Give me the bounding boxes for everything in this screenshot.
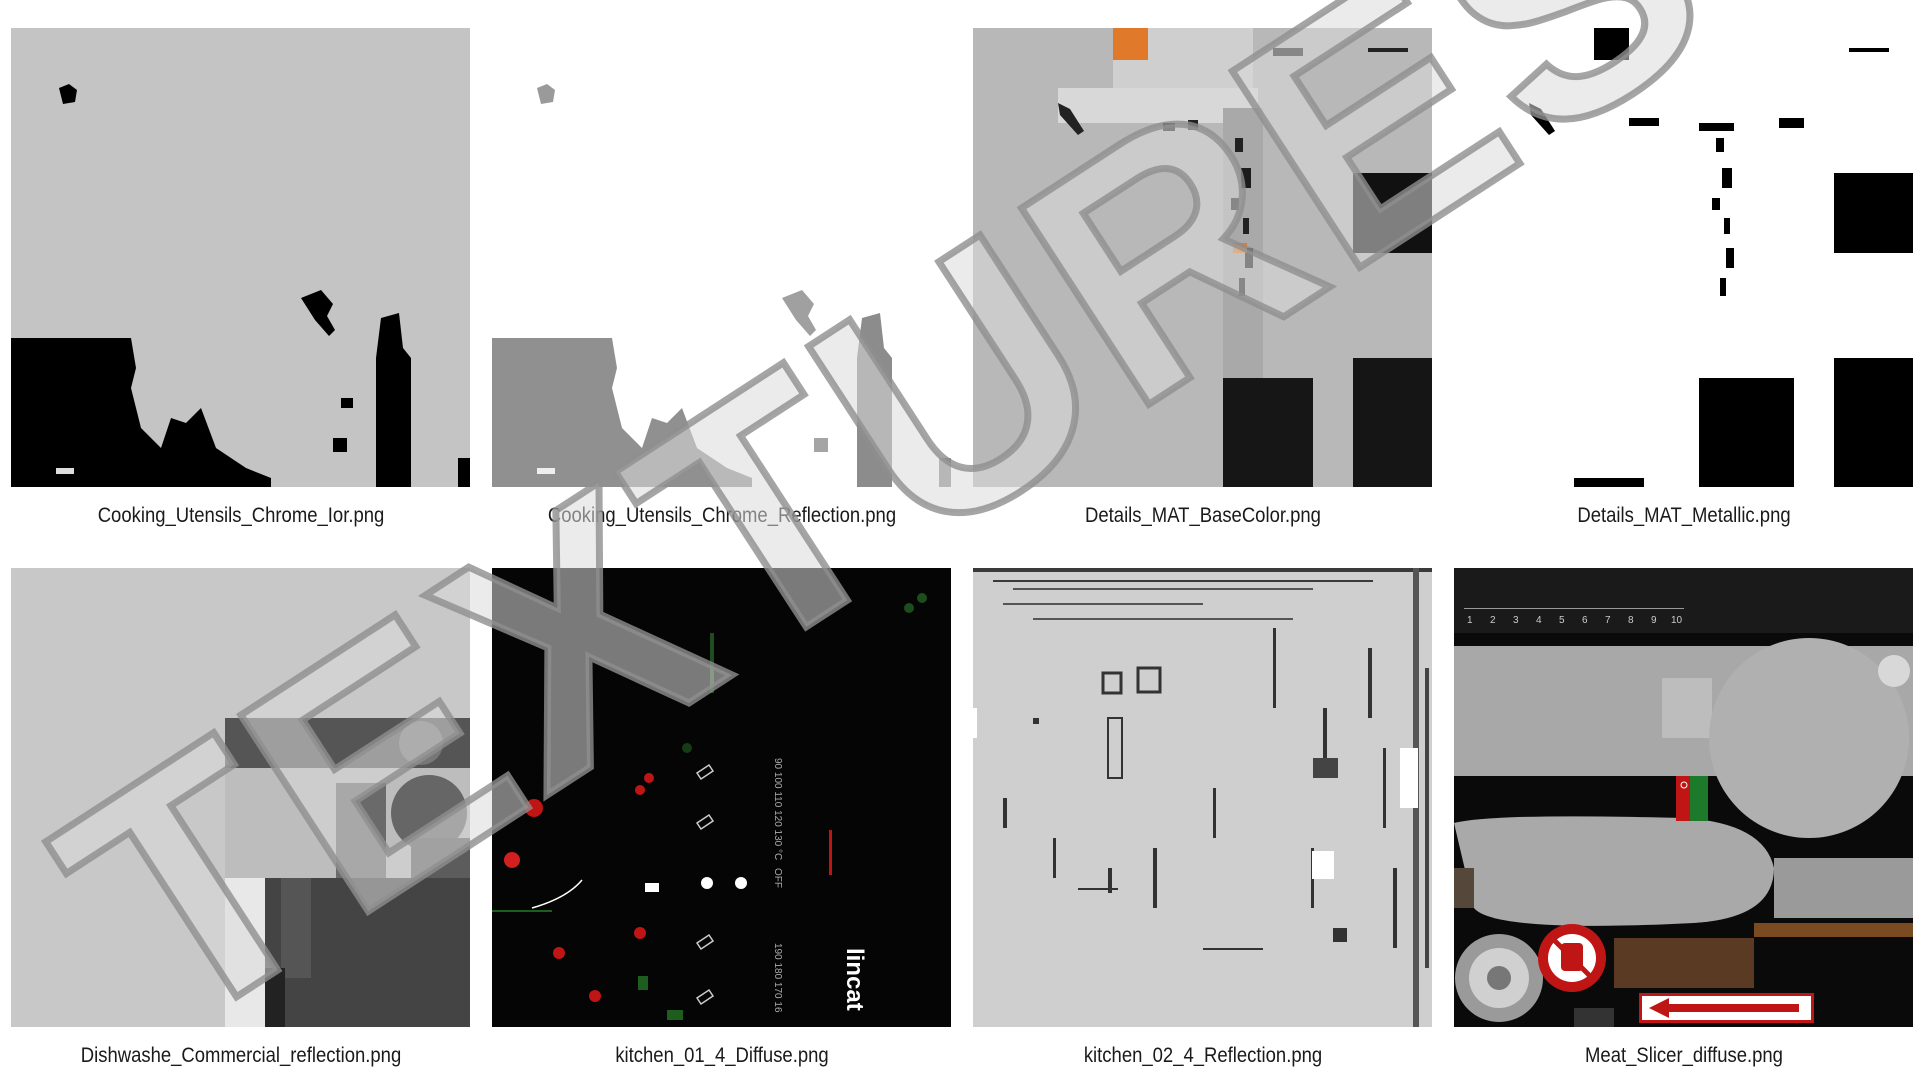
ruler-label-3: 3 — [1513, 615, 1519, 626]
texture-thumbnail-details-metallic[interactable] — [1454, 28, 1913, 487]
meat-slicer-diffuse-image: 1 2 3 4 5 6 7 8 9 10 — [1454, 568, 1913, 1027]
caption-details-basecolor: Details_MAT_BaseColor.png — [1085, 504, 1321, 527]
texture-thumbnail-details-basecolor[interactable] — [973, 28, 1432, 487]
temperature-scale-label-b: 190 180 170 16 — [772, 943, 783, 1013]
ruler-label-2: 2 — [1490, 615, 1496, 626]
ruler-label-9: 9 — [1651, 615, 1657, 626]
off-label: OFF — [772, 868, 783, 888]
ior-texture-image — [11, 28, 470, 487]
caption-kitchen-01-diffuse: kitchen_01_4_Diffuse.png — [615, 1044, 829, 1067]
caption-cooking-utensils-ior: Cooking_Utensils_Chrome_Ior.png — [97, 504, 385, 527]
lincat-logo-text: lincat — [841, 948, 868, 1011]
texture-thumbnail-cooking-utensils-ior[interactable] — [11, 28, 470, 487]
texture-thumbnail-kitchen-02-reflection[interactable] — [973, 568, 1432, 1027]
caption-dishwasher-reflection: Dishwashe_Commercial_reflection.png — [80, 1044, 402, 1067]
ruler-label-4: 4 — [1536, 615, 1542, 626]
basecolor-texture-image — [973, 28, 1432, 487]
ruler-label-7: 7 — [1605, 615, 1611, 626]
caption-kitchen-02-reflection: kitchen_02_4_Reflection.png — [1083, 1044, 1323, 1067]
kitchen-01-diffuse-image: 90 100 110 120 130 °C OFF 190 180 170 16… — [492, 568, 951, 1027]
texture-thumbnail-cooking-utensils-reflection[interactable] — [492, 28, 951, 487]
reflection-texture-image — [492, 28, 951, 487]
kitchen-02-reflection-image — [973, 568, 1432, 1027]
ruler-label-6: 6 — [1582, 615, 1588, 626]
texture-thumbnail-kitchen-01-diffuse[interactable]: 90 100 110 120 130 °C OFF 190 180 170 16… — [492, 568, 951, 1027]
metallic-texture-image — [1454, 28, 1913, 487]
ruler-label-5: 5 — [1559, 615, 1565, 626]
ruler-label-8: 8 — [1628, 615, 1634, 626]
ruler-label-10: 10 — [1671, 615, 1683, 626]
texture-thumbnail-dishwasher-reflection[interactable] — [11, 568, 470, 1027]
caption-meat-slicer-diffuse: Meat_Slicer_diffuse.png — [1585, 1044, 1783, 1067]
caption-details-metallic: Details_MAT_Metallic.png — [1577, 504, 1791, 527]
dishwasher-texture-image — [11, 568, 470, 1027]
temperature-scale-label-a: 90 100 110 120 130 °C — [772, 758, 783, 860]
texture-thumbnail-meat-slicer-diffuse[interactable]: 1 2 3 4 5 6 7 8 9 10 — [1454, 568, 1913, 1027]
ruler-label-1: 1 — [1467, 615, 1473, 626]
caption-cooking-utensils-reflection: Cooking_Utensils_Chrome_Reflection.png — [547, 504, 897, 527]
